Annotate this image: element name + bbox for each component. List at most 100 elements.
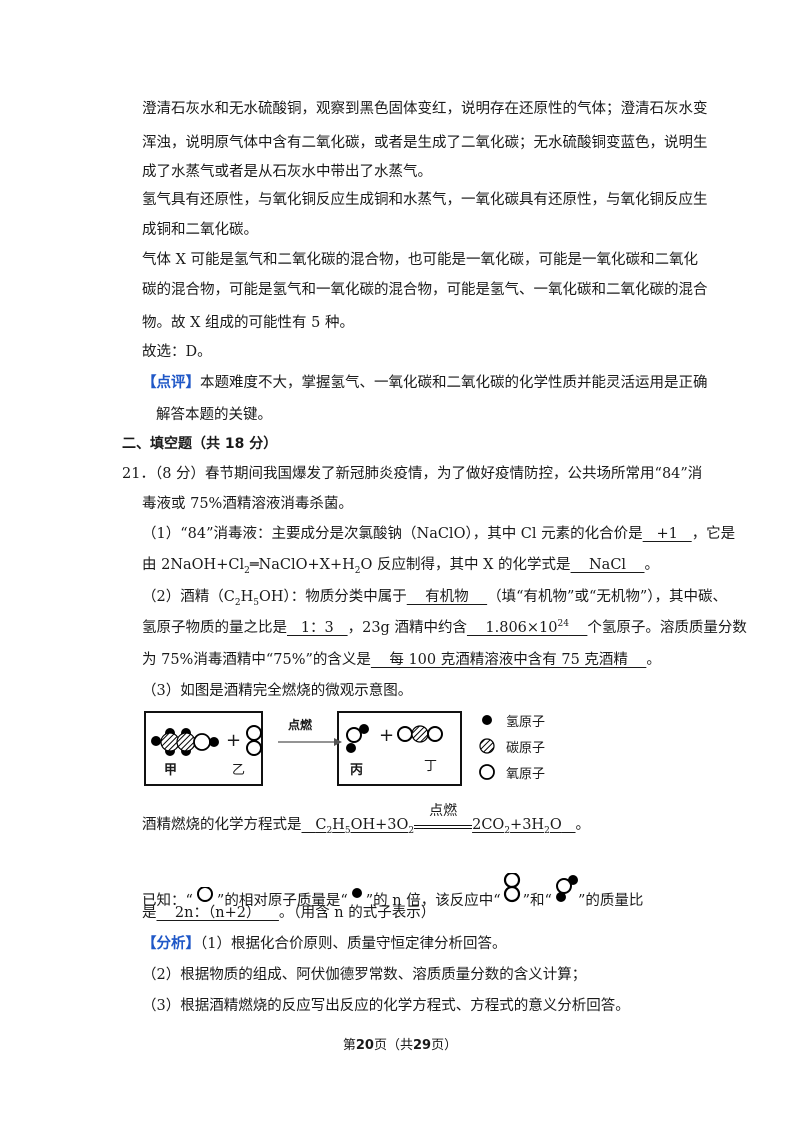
legend-oxygen: 氧原子 xyxy=(506,767,546,782)
text: （1）根据化合价原则、质量守恒定律分析回答。 xyxy=(200,936,507,952)
water-molecule xyxy=(346,724,369,753)
answer-ratio: 1：3 xyxy=(287,620,348,636)
answer-choice: 故选：D。 xyxy=(142,344,212,360)
text: O xyxy=(549,817,562,833)
text: O 反应制得，其中 X 的化学式是 xyxy=(360,557,571,573)
oxygen-molecule xyxy=(246,725,262,756)
text-line: 物。故 X 组成的可能性有 5 种。 xyxy=(142,315,354,331)
text: 由 2NaOH+Cl xyxy=(142,557,245,573)
sub-question-2-cont: 为 75%消毒酒精中“75%”的含义是 每 100 克酒精溶液中含有 75 克酒… xyxy=(142,650,661,670)
analysis-line: （3）根据酒精燃烧的反应写出反应的化学方程式、方程式的意义分析回答。 xyxy=(142,998,630,1014)
text-line: 碳的混合物，可能是氢气和一氧化碳的混合物，可能是氢气、一氧化碳和二氧化碳的混合 xyxy=(142,282,708,298)
text: 个氢原子。溶质质量分数 xyxy=(587,620,747,636)
page-number: 20 xyxy=(355,1038,374,1053)
text: 氢原子物质的量之比是 xyxy=(142,620,287,636)
analysis-tag: 【分析】 xyxy=(142,935,200,952)
reaction-arrow xyxy=(278,738,342,746)
subscript: 2 xyxy=(354,565,361,576)
text: 页） xyxy=(431,1038,458,1053)
arrow-condition: 点燃 xyxy=(288,718,313,732)
subscript: 2 xyxy=(234,597,241,608)
reactant-box xyxy=(144,711,263,786)
total-pages: 29 xyxy=(413,1038,432,1053)
question-text: 毒液或 75%酒精溶液消毒杀菌。 xyxy=(142,496,353,512)
legend-icons xyxy=(479,715,495,780)
sub-question-3: （3）如图是酒精完全燃烧的微观示意图。 xyxy=(142,683,413,699)
text: H xyxy=(240,589,254,605)
text: 1.806×10 xyxy=(466,620,558,636)
text-line: 澄清石灰水和无水硫酸铜，观察到黑色固体变红，说明存在还原性的气体；澄清石灰水变 xyxy=(142,101,708,117)
answer-meaning: 每 100 克酒精溶液中含有 75 克酒精 xyxy=(370,652,647,668)
analysis-line: （2）根据物质的组成、阿伏伽德罗常数、溶质质量分数的含义计算； xyxy=(142,967,587,983)
text: ”的相对原子质量是“ xyxy=(216,893,348,909)
section-title: 二、填空题（共 18 分） xyxy=(122,436,278,452)
superscript: 24 xyxy=(557,619,569,630)
label-yi: 乙 xyxy=(232,763,246,778)
oxygen-molecule-icon xyxy=(503,871,520,903)
text: ═NaClO+X+H xyxy=(249,557,355,573)
condition-text: 点燃 xyxy=(429,803,458,819)
hydrogen-atom-icon xyxy=(482,715,492,725)
page-footer: 第20页（共29页） xyxy=(0,1034,800,1053)
text: 酒精燃烧的化学方程式是 xyxy=(142,817,302,833)
text: 。 xyxy=(646,652,661,668)
label-jia: 甲 xyxy=(164,763,178,778)
hydrogen-atom-icon xyxy=(351,888,362,898)
text: 为 75%消毒酒精中“75%”的含义是 xyxy=(142,652,371,668)
comment-line: 【点评】本题难度不大，掌握氢气、一氧化碳和二氧化碳的化学性质并能灵活运用是正确 xyxy=(142,373,708,393)
comment-line: 解答本题的关键。 xyxy=(156,407,272,423)
text: +3H xyxy=(510,817,545,833)
text-line: 成铜和二氧化碳。 xyxy=(142,222,258,238)
subscript: 5 xyxy=(253,597,259,608)
text: 已知：“ xyxy=(142,893,193,909)
known-line: 已知：“ ”的相对原子质量是“ ”的 n 倍，该反应中“ ”和“ ”的质量比 xyxy=(142,871,644,911)
sub-question-2-cont: 氢原子物质的量之比是 1：3 ，23g 酒精中约含 1.806×1024 个氢原… xyxy=(142,618,747,638)
water-molecule-icon xyxy=(555,875,578,902)
text: 。 xyxy=(644,557,660,573)
text: ”的质量比 xyxy=(577,893,644,909)
subscript: 5 xyxy=(344,825,351,836)
text: H xyxy=(332,817,345,833)
text: ”的 n 倍，该反应中“ xyxy=(365,893,501,909)
answer-classification: 有机物 xyxy=(406,589,488,605)
ethanol-molecule xyxy=(151,728,219,756)
label-ding: 丁 xyxy=(424,759,438,774)
label-bing: 丙 xyxy=(350,763,364,778)
answer-valence: +1 xyxy=(642,526,692,542)
subscript: 2 xyxy=(408,825,415,836)
text-line: 氢气具有还原性，与氧化铜反应生成铜和水蒸气，一氧化碳具有还原性，与氧化铜反应生 xyxy=(142,192,708,208)
text-line: 气体 X 可能是氢气和二氧化碳的混合物，也可能是一氧化碳，可能是一氧化碳和二氧化 xyxy=(142,252,699,268)
text-line: 成了水蒸气或者是从石灰水中带出了水蒸气。 xyxy=(142,164,432,180)
sub-question-1: （1）“84”消毒液：主要成分是次氯酸钠（NaClO），其中 Cl 元素的化合价… xyxy=(142,524,735,544)
subscript: 2 xyxy=(326,825,333,836)
comment-tag: 【点评】 xyxy=(142,374,200,391)
legend-hydrogen: 氢原子 xyxy=(506,715,546,730)
text: OH）：物质分类中属于 xyxy=(258,589,407,605)
reaction-condition: 点燃 xyxy=(414,803,473,829)
analysis-line: 【分析】（1）根据化合价原则、质量守恒定律分析回答。 xyxy=(142,934,506,954)
text: 页（共 xyxy=(373,1038,413,1053)
legend-carbon: 碳原子 xyxy=(506,741,546,756)
text: 。 xyxy=(575,817,591,833)
text: ”和“ xyxy=(522,893,552,909)
sub-question-1-cont: 由 2NaOH+Cl2═NaClO+X+H2O 反应制得，其中 X 的化学式是 … xyxy=(142,555,659,575)
oxygen-atom-icon xyxy=(196,886,213,902)
text: 第 xyxy=(342,1038,356,1053)
carbon-atom-icon xyxy=(479,738,495,754)
question-text: 21．（8 分）春节期间我国爆发了新冠肺炎疫情，为了做好疫情防控，公共场所常用“… xyxy=(122,466,703,482)
molecule-drawings xyxy=(151,724,443,756)
text: OH+3O xyxy=(350,817,409,833)
product-box xyxy=(337,711,462,786)
plus-sign: + xyxy=(379,725,395,746)
comment-text: 本题难度不大，掌握氢气、一氧化碳和二氧化碳的化学性质并能灵活运用是正确 xyxy=(200,375,708,391)
text: 。（用含 n 的式子表示） xyxy=(278,905,436,921)
plus-sign: + xyxy=(226,730,242,751)
known-line-cont: 是 2n：（n+2） 。（用含 n 的式子表示） xyxy=(142,903,435,923)
text: （1）“84”消毒液：主要成分是次氯酸钠（NaClO），其中 Cl 元素的化合价… xyxy=(142,526,643,542)
carbon-dioxide-molecule xyxy=(397,725,443,743)
text: 2CO xyxy=(472,817,505,833)
sub-question-2: （2）酒精（C2H5OH）：物质分类中属于 有机物 （填“有机物”或“无机物”）… xyxy=(142,587,727,607)
answer-x-formula: NaCl xyxy=(570,557,645,573)
